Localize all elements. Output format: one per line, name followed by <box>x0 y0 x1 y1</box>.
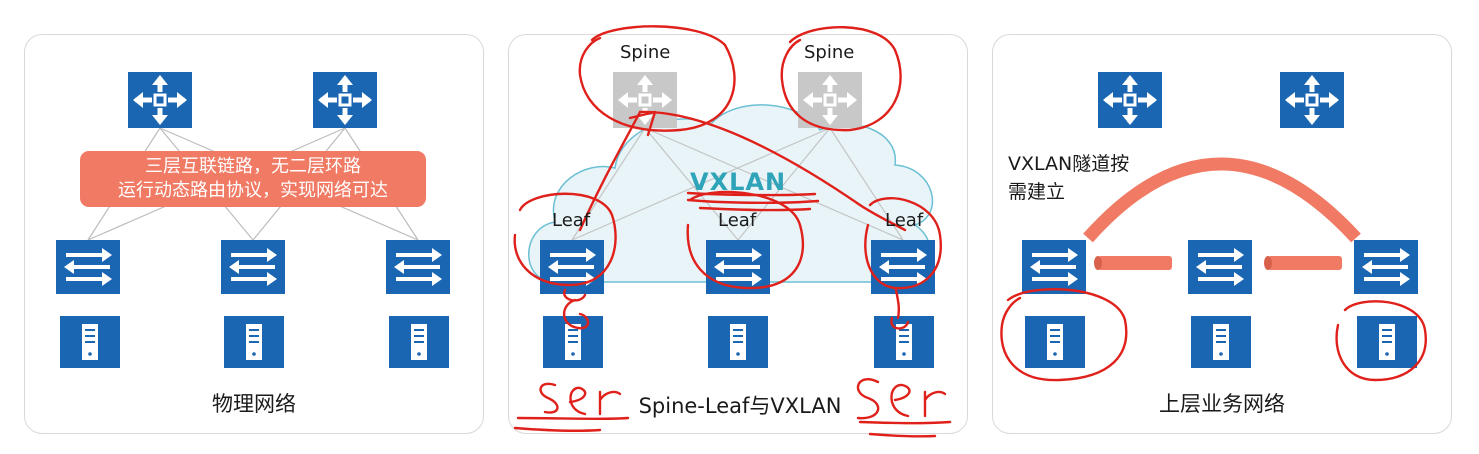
handwriting-underline-left <box>513 426 602 433</box>
server-icon <box>874 316 934 368</box>
leaf-mid-circle <box>686 190 805 290</box>
leaf-left-link-mark <box>562 298 590 330</box>
switch-icon <box>221 240 285 294</box>
router-icon <box>128 72 192 128</box>
handwriting-Ser-right <box>923 390 947 418</box>
leaf-switch-icon <box>706 240 770 294</box>
leaf-right-link-mark <box>890 316 910 330</box>
handwriting-ser-left <box>598 390 622 416</box>
server-right-circle <box>1335 300 1427 382</box>
leaf-label: Leaf <box>885 210 924 231</box>
physical-network-caption: 物理网络 <box>212 392 296 416</box>
switch-icon <box>386 240 450 294</box>
spine-label: Spine <box>620 42 671 63</box>
router-icon <box>313 72 377 128</box>
server-icon <box>708 316 768 368</box>
handwriting-underline-right <box>868 432 937 438</box>
server-icon <box>1191 316 1251 368</box>
vxlan-underline <box>686 191 817 197</box>
server-icon <box>60 316 120 368</box>
switch-icon <box>1354 240 1418 294</box>
handwritten-annotations <box>513 25 1427 438</box>
leaf-label: Leaf <box>552 210 591 231</box>
server-left-circle <box>1000 287 1128 382</box>
handwriting-Ser-right <box>890 383 911 418</box>
spine-leaf-vxlan-caption: Spine-Leaf与VXLAN <box>638 394 842 418</box>
router-icon <box>1280 72 1344 128</box>
tunnel-note-line-2: 需建立 <box>1008 181 1066 203</box>
server-icon <box>543 316 603 368</box>
vxlan-tunnel-pipes <box>1094 256 1342 270</box>
spine-left-arrow <box>628 110 657 137</box>
vxlan-underline <box>698 206 812 212</box>
vxlan-tunnel-note: VXLAN隧道按 需建立 <box>1008 150 1129 206</box>
switch-icon <box>1022 240 1086 294</box>
routing-note-banner: 三层互联链路，无二层环路 运行动态路由协议，实现网络可达 <box>80 151 426 207</box>
handwriting-ser-left <box>568 386 587 416</box>
vxlan-tunnel-arc <box>1083 157 1361 243</box>
switch-icon <box>56 240 120 294</box>
server-icon <box>389 316 449 368</box>
leaf-label: Leaf <box>718 210 757 231</box>
spine-left-circle <box>578 25 736 132</box>
leaf-left-circle <box>513 192 617 287</box>
banner-line-1: 三层互联链路，无二层环路 <box>145 156 361 177</box>
spine-leaf-links <box>571 127 904 241</box>
server-icon <box>1025 316 1085 368</box>
spine-to-leaf-stroke <box>638 110 907 232</box>
overlay-network-caption: 上层业务网络 <box>1159 392 1285 416</box>
leaf-right-link-mark <box>894 288 901 320</box>
handwriting-Ser-right <box>856 378 880 420</box>
spine-router-icon <box>798 72 862 128</box>
handwriting-underline-right <box>858 420 952 425</box>
handwriting-underline-left <box>516 416 630 421</box>
router-icon <box>1098 72 1162 128</box>
leaf-switch-icon <box>871 240 935 294</box>
vxlan-underline <box>686 198 820 205</box>
spine-to-leaf-stroke <box>578 110 642 232</box>
vxlan-label: VXLAN <box>690 168 787 196</box>
server-icon <box>224 316 284 368</box>
handwriting-ser-left <box>539 382 559 414</box>
switch-icon <box>1188 240 1252 294</box>
server-icon <box>1357 316 1417 368</box>
spine-router-icon <box>613 72 677 128</box>
tunnel-note-line-1: VXLAN隧道按 <box>1008 153 1130 175</box>
spine-right-circle <box>780 26 902 132</box>
spine-label: Spine <box>804 42 855 63</box>
leaf-right-circle <box>864 197 942 290</box>
leaf-left-link-mark <box>563 288 587 302</box>
banner-line-2: 运行动态路由协议，实现网络可达 <box>118 180 388 201</box>
